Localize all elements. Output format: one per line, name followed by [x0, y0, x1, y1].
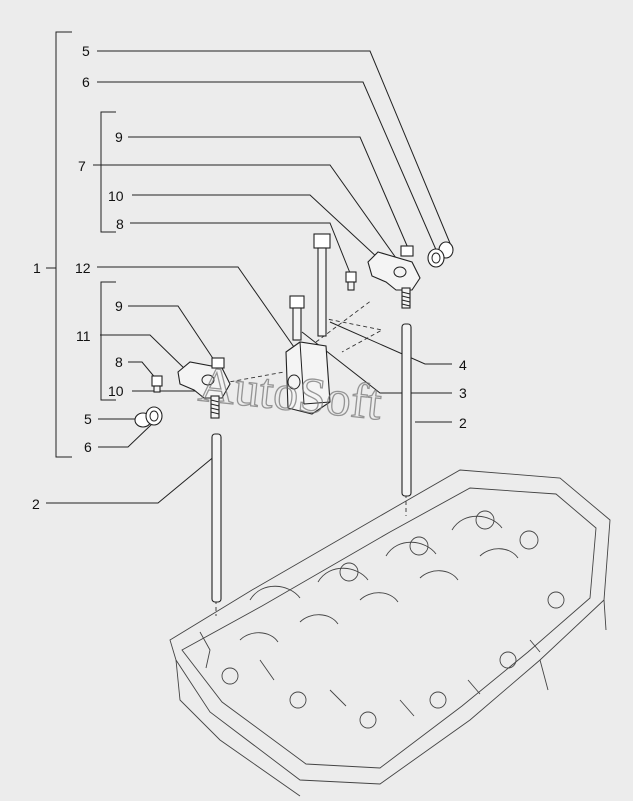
cylinder-head: [169, 469, 611, 797]
rocker-support: [285, 341, 331, 415]
head-rocker-bores: [339, 510, 539, 582]
callout-10-upper: 10: [108, 188, 124, 204]
small-bolt-upper-shank: [347, 281, 355, 291]
leader-6-top: [97, 81, 438, 253]
leader-9-upper: [128, 136, 409, 249]
callout-9-lower: 9: [115, 298, 123, 314]
pushrod-right: [401, 323, 412, 497]
callout-11: 11: [76, 328, 91, 344]
leader-9-lower: [128, 305, 215, 361]
bracket-1: [55, 31, 72, 458]
lower-rocker-group: [134, 357, 231, 428]
callout-12: 12: [75, 260, 91, 276]
head-side-details: [199, 631, 541, 717]
leader-7: [93, 164, 397, 259]
small-bolt-lower-shank: [153, 385, 161, 393]
long-bolt-shank: [317, 247, 327, 337]
washer-upper-hole: [431, 252, 441, 264]
callout-10-lower: 10: [108, 383, 124, 399]
callout-8-lower: 8: [115, 354, 123, 370]
callout-5-top: 5: [82, 43, 90, 59]
callout-9-upper: 9: [115, 129, 123, 145]
leader-4: [329, 321, 452, 365]
rocker-upper-bore: [393, 266, 407, 278]
head-bolt-bosses: [221, 591, 565, 729]
callout-2-left: 2: [32, 496, 40, 512]
washer-lower-hole: [149, 410, 159, 422]
callout-2-right: 2: [459, 415, 467, 431]
support-bore: [287, 374, 301, 390]
head-ports: [239, 548, 519, 643]
group-brackets: [46, 31, 116, 458]
rocker-arm-lower: [177, 361, 231, 399]
callout-labels: 5 6 9 7 10 8 1 12 9 11 8 10 5 6 4 3 2 2: [32, 43, 467, 512]
leader-12: [97, 266, 297, 351]
leader-10-upper: [132, 194, 407, 285]
watermark-text: AutoSoft: [196, 355, 384, 430]
callout-3: 3: [459, 385, 467, 401]
head-inner-ridge: [181, 487, 597, 769]
leader-8-upper: [130, 222, 353, 279]
leader-lines: [46, 50, 453, 504]
bracket-upper: [100, 111, 116, 233]
head-cam-towers: [249, 515, 503, 601]
callout-5-lower: 5: [84, 411, 92, 427]
pushrod-left: [211, 433, 222, 603]
long-bolt-head: [313, 233, 331, 249]
washer-upper: [427, 248, 445, 268]
screw-thread-lower: [210, 399, 220, 415]
adjuster-nut-lower: [211, 357, 225, 369]
dash-bolt-to-support: [321, 317, 384, 353]
rocker-lower-bore: [201, 374, 215, 386]
small-bolt-upper: [345, 271, 357, 283]
callout-4: 4: [459, 357, 467, 373]
screw-thread-upper: [401, 291, 411, 307]
callout-6-lower: 6: [84, 439, 92, 455]
leader-8-lower: [128, 361, 158, 381]
small-bolt-lower: [151, 375, 163, 387]
leader-3: [301, 331, 452, 394]
support-block-edge: [299, 341, 331, 405]
callout-6-top: 6: [82, 74, 90, 90]
adjuster-nut-upper: [400, 245, 414, 257]
washer-lower: [145, 406, 163, 426]
callout-8-upper: 8: [116, 216, 124, 232]
callout-1: 1: [33, 260, 41, 276]
adjuster-screw-lower: [210, 395, 220, 419]
head-outline-top: [169, 469, 611, 785]
leader-11: [100, 334, 189, 373]
head-front-face: [175, 599, 607, 797]
pushrods: [211, 323, 412, 603]
leader-6-lower: [98, 423, 153, 448]
long-bolt: [313, 233, 331, 337]
short-bolt: [289, 295, 305, 341]
upper-rocker-group: [345, 241, 454, 309]
dash-support-to-rocker: [315, 299, 373, 343]
short-bolt-shank: [292, 307, 302, 341]
leader-2-left: [46, 454, 217, 504]
short-bolt-head: [289, 295, 305, 309]
callout-7: 7: [78, 158, 86, 174]
bracket-lower: [100, 281, 116, 401]
leader-5-top: [97, 50, 453, 249]
